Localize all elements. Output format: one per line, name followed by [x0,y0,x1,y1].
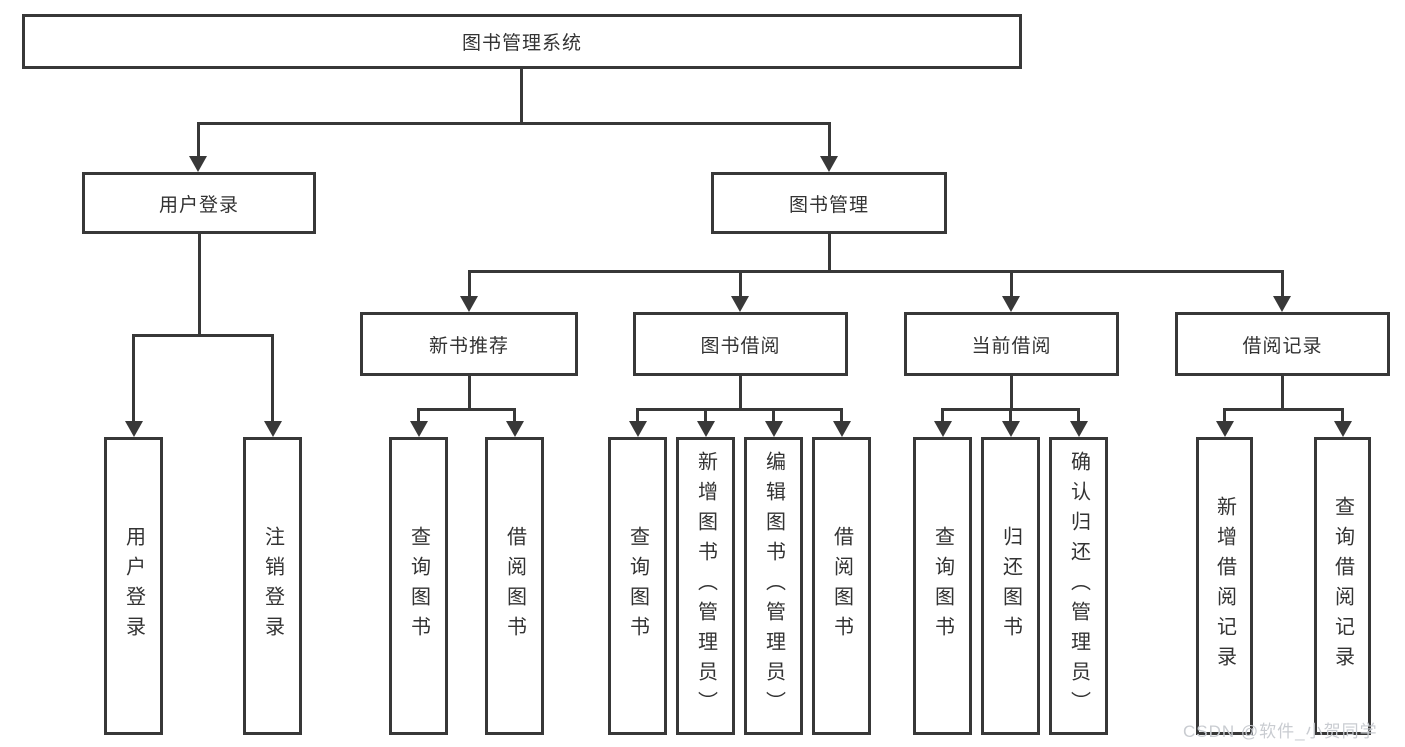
connector-line [636,408,639,424]
leaf-user-login: 用户登录 [104,437,163,735]
connector-line [469,270,1283,273]
leaf-nb-borrow-book: 借阅图书 [485,437,544,735]
connector-line [196,122,200,158]
node-label: 查询图书 [407,526,430,646]
node-label: 注销登录 [261,526,284,646]
node-label: 归还图书 [999,526,1022,646]
node-label: 借阅图书 [830,526,853,646]
leaf-bb-borrow-book: 借阅图书 [812,437,871,735]
node-label: 查询图书 [931,526,954,646]
connector-line [704,408,707,424]
connector-line [417,408,420,424]
connector-line [1280,375,1284,410]
arrow-down-icon [1273,296,1291,312]
node-label: 借阅记录 [1242,335,1323,357]
connector-line [738,375,742,410]
connector-line [467,270,471,298]
node-label: 图书管理 [788,194,869,216]
connector-line [198,122,831,125]
node-label: 查询图书 [626,526,649,646]
leaf-br-query-record: 查询借阅记录 [1314,437,1371,735]
arrow-down-icon [460,296,478,312]
connector-line [1009,270,1013,298]
arrow-down-icon [263,421,282,437]
connector-line [467,375,471,410]
node-label: 新书推荐 [428,335,509,357]
csdn-watermark: CSDN @软件_小贺同学 [1183,722,1378,741]
arrow-down-icon [832,421,851,437]
arrow-down-icon [505,421,524,437]
leaf-bb-edit-book: 编辑图书（管理员） [744,437,803,735]
node-label: 查询借阅记录 [1331,496,1354,676]
connector-line [513,408,516,424]
arrow-down-icon [696,421,715,437]
node-borrow-record: 借阅记录 [1175,312,1390,376]
arrow-down-icon [1333,421,1352,437]
connector-line [1223,408,1226,424]
connector-line [637,408,843,411]
connector-line [1280,270,1284,298]
arrow-down-icon [820,156,838,172]
node-label: 编辑图书（管理员） [762,451,785,721]
node-label: 当前借阅 [971,335,1052,357]
leaf-bb-add-book: 新增图书（管理员） [676,437,735,735]
leaf-nb-query-book: 查询图书 [389,437,448,735]
connector-line [827,122,831,158]
connector-line [418,408,516,411]
connector-line [197,233,201,336]
node-book-management: 图书管理 [711,172,947,234]
leaf-cb-confirm-return: 确认归还（管理员） [1049,437,1108,735]
connector-line [1009,408,1012,424]
leaf-bb-query-book: 查询图书 [608,437,667,735]
node-library-system: 图书管理系统 [22,14,1022,69]
arrow-down-icon [731,296,749,312]
connector-line [772,408,775,424]
connector-line [941,408,944,424]
node-label: 用户登录 [122,526,145,646]
connector-line [738,270,742,298]
node-label: 图书管理系统 [461,33,582,54]
node-label: 借阅图书 [503,526,526,646]
arrow-down-icon [1002,296,1020,312]
arrow-down-icon [1069,421,1088,437]
arrow-down-icon [189,156,207,172]
connector-line [133,334,274,337]
leaf-logout: 注销登录 [243,437,302,735]
connector-line [271,334,274,424]
arrow-down-icon [933,421,952,437]
node-label: 用户登录 [158,194,239,216]
node-label: 新增借阅记录 [1213,496,1236,676]
leaf-br-add-record: 新增借阅记录 [1196,437,1253,735]
arrow-down-icon [1215,421,1234,437]
leaf-cb-return-book: 归还图书 [981,437,1040,735]
arrow-down-icon [628,421,647,437]
arrow-down-icon [124,421,143,437]
connector-line [1224,408,1344,411]
arrow-down-icon [764,421,783,437]
connector-line [827,233,831,273]
connector-line [1009,375,1013,410]
connector-line [132,334,135,424]
connector-line [1077,408,1080,424]
node-current-borrow: 当前借阅 [904,312,1119,376]
arrow-down-icon [409,421,428,437]
node-label: 新增图书（管理员） [694,451,717,721]
node-user-login: 用户登录 [82,172,316,234]
node-label: 确认归还（管理员） [1067,451,1090,721]
connector-line [840,408,843,424]
connector-line [1341,408,1344,424]
connector-line [519,68,523,125]
arrow-down-icon [1001,421,1020,437]
node-book-borrow: 图书借阅 [633,312,848,376]
node-new-book-recommend: 新书推荐 [360,312,578,376]
leaf-cb-query-book: 查询图书 [913,437,972,735]
node-label: 图书借阅 [700,335,781,357]
